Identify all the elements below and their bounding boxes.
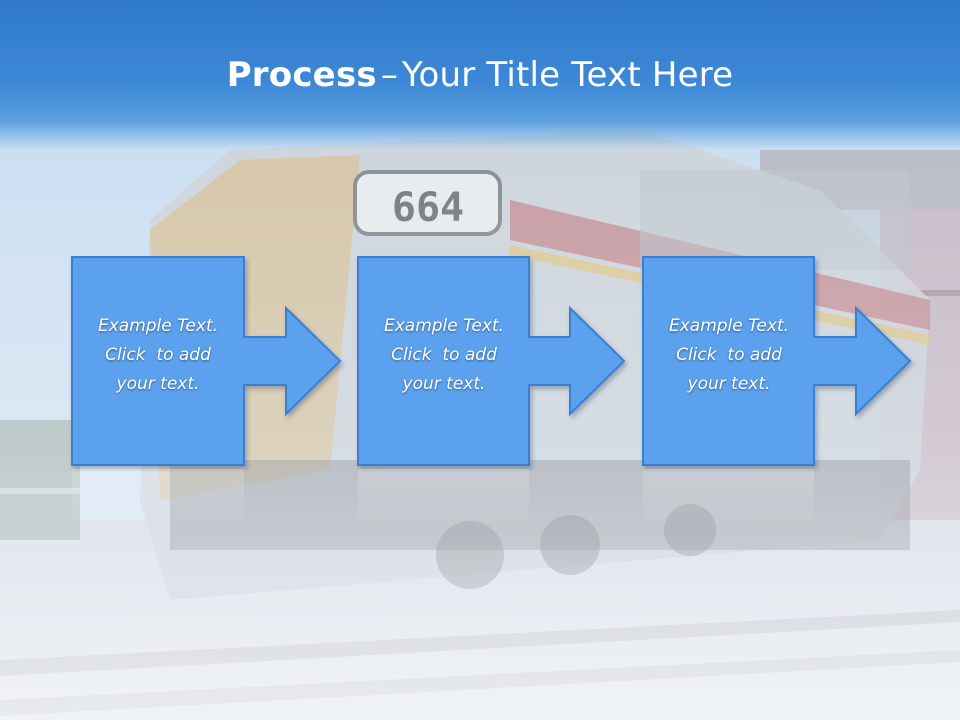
process-step-1-arrow[interactable] — [71, 256, 342, 466]
title-bar — [0, 0, 960, 150]
title-dash: – — [380, 55, 399, 95]
step-2-line-2: Click to add — [391, 345, 497, 365]
step-2-line-3: your text. — [402, 374, 486, 394]
title-bold-text: Process — [226, 55, 377, 95]
step-1-line-3: your text. — [116, 374, 200, 394]
process-step-3-arrow[interactable] — [642, 256, 912, 466]
step-2-line-1: Example Text. — [383, 316, 505, 336]
process-step-3-text[interactable]: Example Text. Click to add your text. — [643, 312, 815, 399]
process-step-1-text[interactable]: Example Text. Click to add your text. — [72, 312, 244, 399]
step-3-line-2: Click to add — [676, 345, 782, 365]
step-3-line-3: your text. — [687, 374, 771, 394]
step-1-line-2: Click to add — [105, 345, 211, 365]
process-step-2-text[interactable]: Example Text. Click to add your text. — [358, 312, 530, 399]
title-rest-text: Your Title Text Here — [402, 55, 734, 95]
step-1-line-1: Example Text. — [97, 316, 219, 336]
slide-title[interactable]: Process–Your Title Text Here — [0, 50, 960, 100]
process-step-2-arrow[interactable] — [357, 256, 626, 466]
process-reflections — [72, 469, 814, 529]
step-3-line-1: Example Text. — [668, 316, 790, 336]
